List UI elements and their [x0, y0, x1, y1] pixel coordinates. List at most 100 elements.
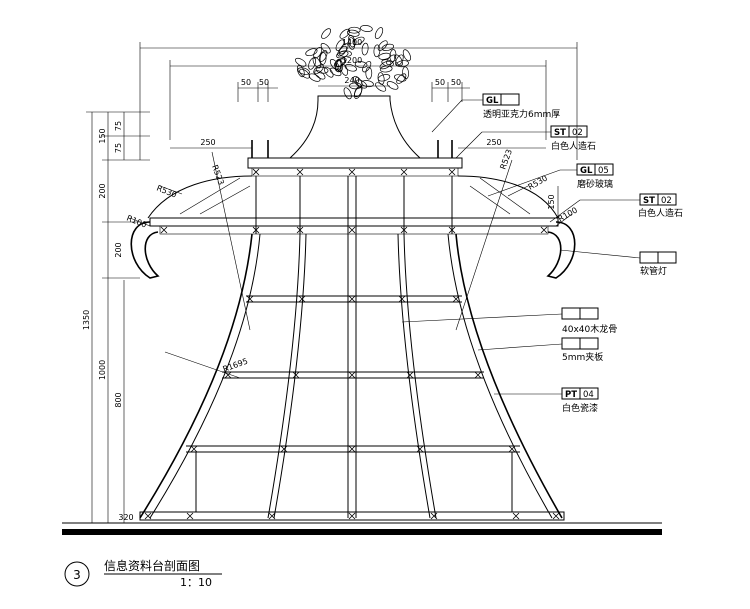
left-dimensions: 150 75 75 200 200 1350 1000 800 320 [82, 111, 150, 524]
leaf-shape [313, 47, 323, 59]
junction-x-mark [452, 295, 460, 303]
leaf-shape [344, 64, 357, 72]
title-block: 3 信息资料台剖面图 1：10 [64, 558, 222, 589]
junction-marks [144, 168, 560, 520]
leaf-shape [347, 26, 361, 34]
leaf-shape [329, 67, 342, 77]
leaf-shape [379, 65, 393, 73]
leaf-shape [402, 66, 409, 80]
dim-75-b: 75 [114, 143, 123, 153]
callout-5: 软管灯 [559, 249, 677, 277]
leaf-shape [374, 27, 384, 40]
leaf-shape [352, 36, 365, 46]
right-curl [546, 221, 576, 279]
leaf-shape [377, 74, 391, 82]
dim-250-right: 250 [486, 138, 501, 147]
leaf-shape [394, 54, 403, 66]
top-rods [251, 140, 453, 158]
leaf-shape [296, 65, 305, 78]
junction-x-mark [552, 512, 560, 520]
mid-frame [159, 225, 549, 235]
leaf-shape [361, 80, 374, 88]
vase-neck [288, 95, 422, 159]
detail-number: 3 [73, 568, 81, 582]
junction-x-mark [186, 512, 194, 520]
left-curl [130, 221, 160, 279]
leaf-shape [361, 42, 369, 56]
leaf-shape [315, 66, 329, 74]
dim-150-right: 150 [547, 194, 556, 209]
junction-x-mark [296, 226, 304, 234]
junction-x-mark [348, 226, 356, 234]
dim-150: 150 [98, 128, 107, 143]
drawing-title: 信息资料台剖面图 [104, 558, 200, 573]
junction-x-mark [416, 445, 424, 453]
leaf-shape [395, 54, 404, 67]
junction-x-mark [448, 226, 456, 234]
body-right-outer [455, 233, 563, 519]
junction-x-mark [292, 371, 300, 379]
dim-1200: 1200 [342, 56, 362, 65]
junction-x-mark [398, 295, 406, 303]
body-right-inner [447, 233, 553, 519]
junction-x-mark [144, 512, 152, 520]
leaf-shape [354, 61, 368, 69]
svg-text:04: 04 [583, 390, 594, 400]
upper-dome-right [457, 175, 559, 219]
junction-x-mark [252, 168, 260, 176]
leaf-shape [360, 25, 373, 32]
leaf-ornament [295, 25, 411, 100]
dim-1400: 1400 [342, 38, 362, 47]
mid-shelf [149, 217, 559, 227]
leaf-shape [339, 28, 351, 39]
floor-slab [62, 529, 662, 535]
dim-50-d: 50 [451, 78, 461, 87]
dim-240: 240 [344, 76, 359, 85]
junction-x-mark [400, 226, 408, 234]
top-frame [251, 167, 459, 177]
junction-x-mark [348, 371, 356, 379]
junction-x-mark [540, 226, 548, 234]
callout-8: PT 04 白色瓷漆 [494, 387, 599, 414]
svg-text:GL: GL [580, 166, 593, 176]
junction-x-mark [246, 295, 254, 303]
junction-x-mark [160, 226, 168, 234]
junction-x-mark [268, 512, 276, 520]
leaf-shape [381, 43, 395, 52]
dim-50-a: 50 [241, 78, 251, 87]
svg-text:ST: ST [554, 128, 566, 138]
dim-320: 320 [118, 513, 133, 522]
leaf-shape [386, 81, 399, 90]
callout-4: ST 02 白色人造石 [549, 193, 683, 223]
dim-800: 800 [114, 392, 123, 407]
leaf-shape [320, 43, 331, 54]
junction-x-mark [296, 168, 304, 176]
svg-text:PT: PT [565, 390, 577, 400]
junction-x-mark [400, 168, 408, 176]
body-left-outer [139, 233, 253, 519]
junction-x-mark [348, 512, 356, 520]
drawing-scale: 1：10 [180, 576, 212, 589]
leaf-shape [297, 67, 310, 75]
callout-hose-light: 软管灯 [640, 265, 667, 277]
junction-x-mark [474, 371, 482, 379]
svg-text:GL: GL [486, 96, 499, 106]
svg-text:02: 02 [661, 196, 672, 206]
svg-text:02: 02 [572, 128, 583, 138]
leaf-shape [362, 61, 372, 73]
junction-x-mark [508, 445, 516, 453]
radius-r1695: R1695 [222, 357, 249, 374]
svg-text:05: 05 [598, 166, 609, 176]
leaf-shape [389, 49, 397, 62]
leaf-shape [305, 48, 318, 57]
leaf-shape [348, 34, 356, 48]
leaf-shape [343, 87, 352, 100]
leaf-shape [402, 49, 411, 62]
upper-dome-left [147, 175, 253, 219]
leaf-shape [339, 43, 349, 55]
horizontal-rails [139, 295, 565, 521]
leaf-shape [396, 73, 407, 84]
leaf-shape [336, 50, 349, 59]
callout-plywood: 5mm夹板 [562, 351, 603, 363]
